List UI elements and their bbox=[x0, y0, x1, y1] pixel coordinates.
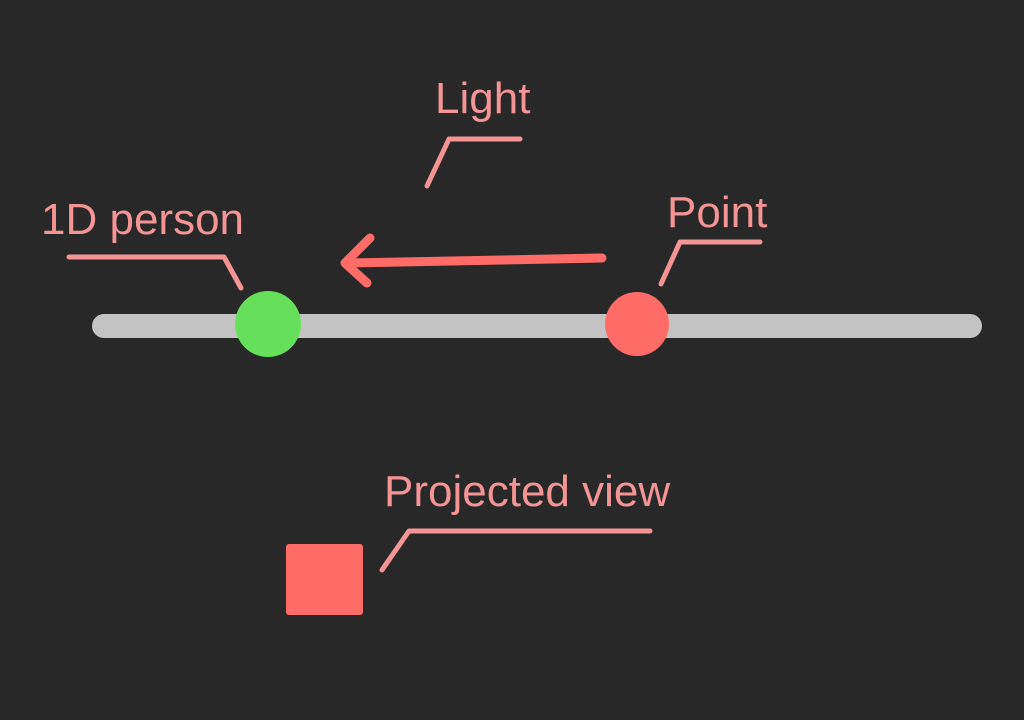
light-label: Light bbox=[435, 74, 530, 123]
person-circle bbox=[235, 291, 301, 357]
point-label: Point bbox=[667, 188, 767, 237]
light-arrow-head bbox=[340, 233, 375, 288]
point-circle bbox=[605, 292, 669, 356]
projected-view-square bbox=[286, 544, 363, 615]
person-callout-line bbox=[66, 254, 244, 291]
projected-view-callout-line bbox=[379, 528, 653, 573]
person-label: 1D person bbox=[41, 195, 244, 244]
point-callout-line bbox=[658, 239, 763, 287]
light-arrow bbox=[340, 233, 607, 288]
light-arrow-shaft bbox=[342, 253, 607, 268]
light-callout-line bbox=[424, 136, 523, 189]
projected-view-label: Projected view bbox=[384, 467, 670, 516]
